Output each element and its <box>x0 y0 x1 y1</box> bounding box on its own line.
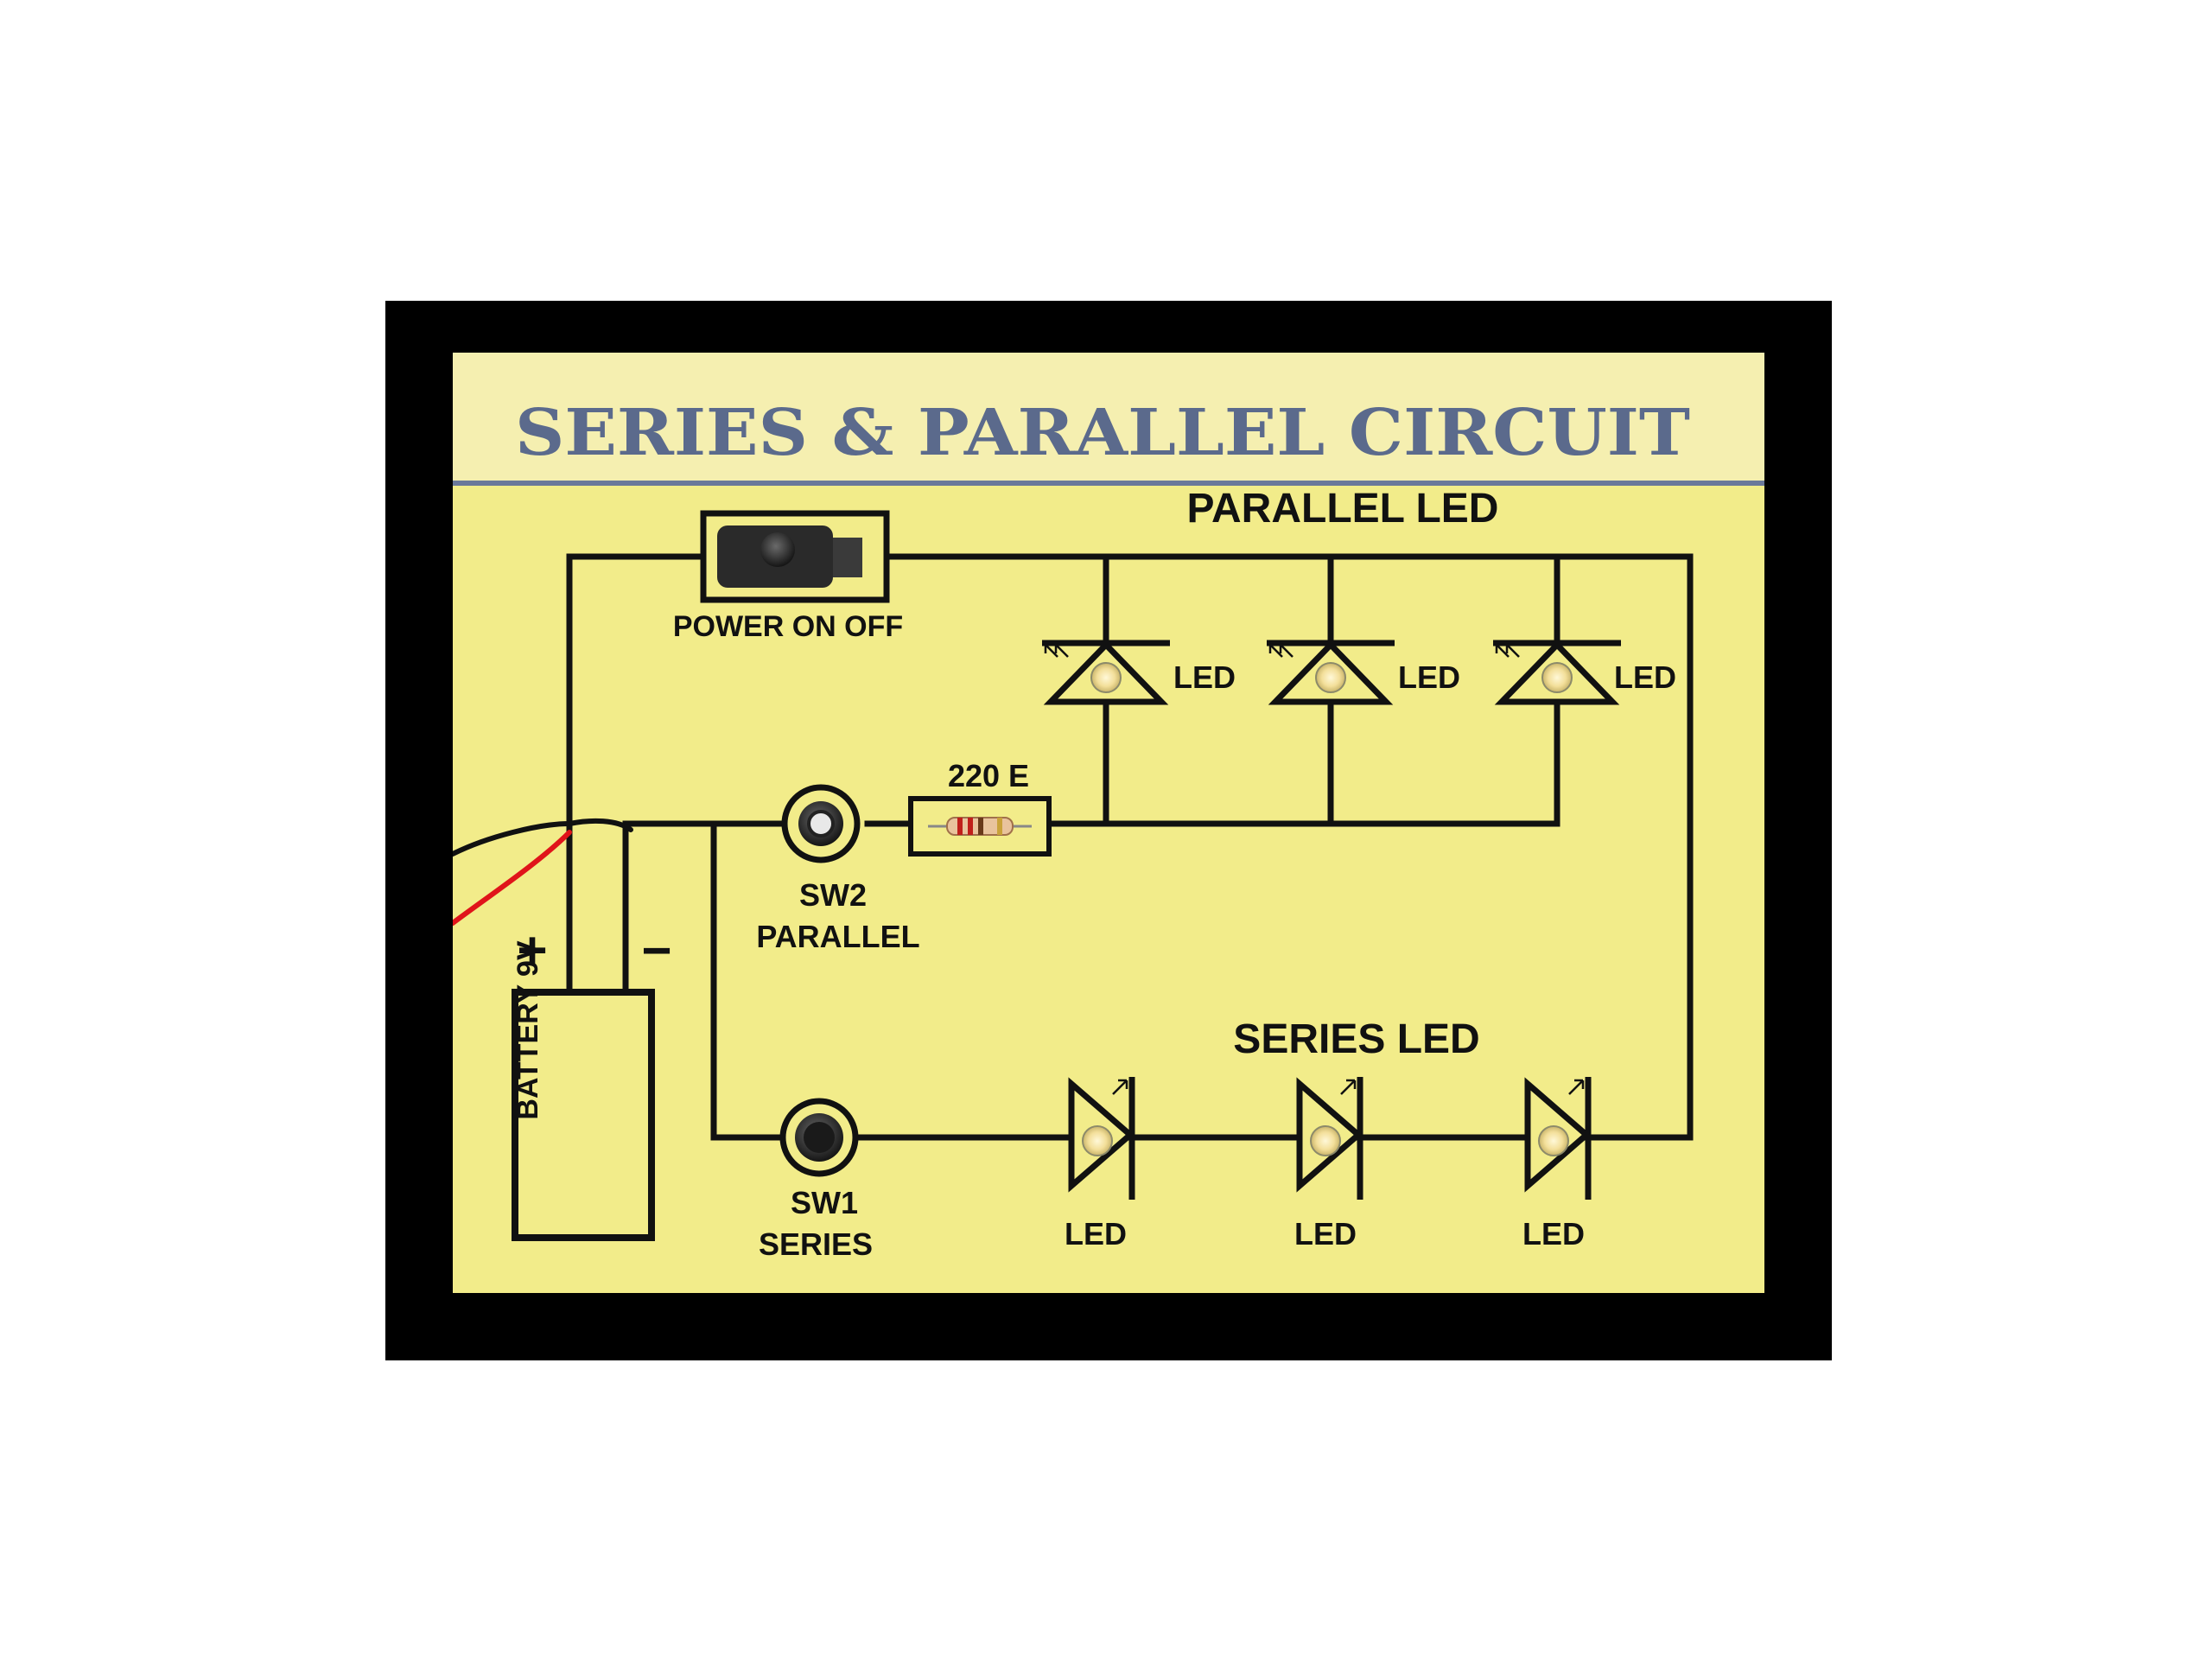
series-led-header: SERIES LED <box>1233 1016 1479 1062</box>
parallel-led-1 <box>1042 640 1170 705</box>
parallel-led-1-label: LED <box>1173 659 1236 695</box>
sw2-sublabel: PARALLEL <box>756 919 919 954</box>
battery-plus-sign: + <box>517 921 547 979</box>
battery-minus-sign: − <box>641 921 671 979</box>
power-switch[interactable] <box>700 510 890 603</box>
parallel-led-2-label: LED <box>1398 659 1460 695</box>
title-strip: SERIES & PARALLEL CIRCUIT <box>453 353 1764 486</box>
sw1-sublabel: SERIES <box>759 1226 873 1262</box>
resistor-value-label: 220 E <box>948 758 1029 793</box>
battery-leads <box>453 818 633 926</box>
circuit-board: SERIES & PARALLEL CIRCUIT POWER ON OFF <box>453 353 1764 1293</box>
power-switch-button <box>760 532 795 567</box>
resistor <box>908 796 1052 857</box>
sw1-label: SW1 <box>791 1185 858 1220</box>
series-led-2-label: LED <box>1294 1216 1357 1252</box>
battery-label: BATTERY 9V <box>512 940 544 1120</box>
power-switch-label: POWER ON OFF <box>673 610 903 643</box>
series-led-2 <box>1296 1077 1363 1200</box>
sw2-parallel-switch[interactable] <box>781 784 861 863</box>
series-led-3-label: LED <box>1522 1216 1585 1252</box>
series-led-1-label: LED <box>1065 1216 1127 1252</box>
parallel-led-header: PARALLEL LED <box>1187 486 1499 532</box>
parallel-led-2 <box>1267 640 1395 705</box>
sw2-label: SW2 <box>799 877 867 913</box>
series-led-1 <box>1068 1077 1135 1200</box>
sw1-series-switch[interactable] <box>779 1098 859 1177</box>
circuit-diagram: SERIES & PARALLEL CIRCUIT POWER ON OFF <box>453 353 1764 1293</box>
series-led-3 <box>1524 1077 1592 1200</box>
battery-9v <box>512 989 655 1241</box>
parallel-led-3 <box>1493 640 1621 705</box>
parallel-led-3-label: LED <box>1614 659 1676 695</box>
board-title: SERIES & PARALLEL CIRCUIT <box>515 396 1690 470</box>
